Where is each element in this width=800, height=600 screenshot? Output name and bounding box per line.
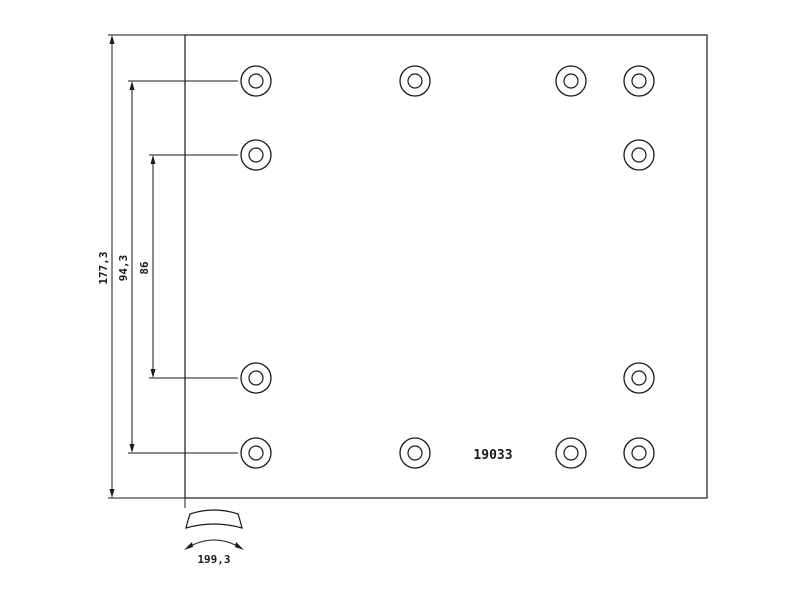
rivet-hole (240, 362, 272, 394)
dimension-inner-hole-spacing: 86 (138, 154, 238, 379)
rivet-hole (623, 65, 655, 97)
dimension-overall-height: 177,3 (97, 35, 115, 498)
dimension-label-arc-width: 199,3 (197, 553, 230, 566)
rivet-hole (623, 437, 655, 469)
dimension-label-inner-hole-spacing: 86 (138, 261, 151, 275)
dimension-label-overall-height: 177,3 (97, 251, 110, 284)
arc-width-symbol: 199,3 (184, 509, 244, 566)
rivet-hole (240, 65, 272, 97)
rivet-hole (555, 65, 587, 97)
rivet-hole (399, 65, 431, 97)
part-number: 19033 (473, 448, 512, 463)
dimension-outer-hole-spacing: 94,3 (117, 80, 238, 454)
rivet-hole (240, 437, 272, 469)
rivet-hole (399, 437, 431, 469)
rivet-hole (240, 139, 272, 171)
rivet-hole (555, 437, 587, 469)
rivet-hole (623, 362, 655, 394)
rivet-hole (623, 139, 655, 171)
rivet-holes (240, 65, 655, 469)
brake-lining-plate (184, 34, 708, 499)
dimension-label-outer-hole-spacing: 94,3 (117, 255, 130, 282)
